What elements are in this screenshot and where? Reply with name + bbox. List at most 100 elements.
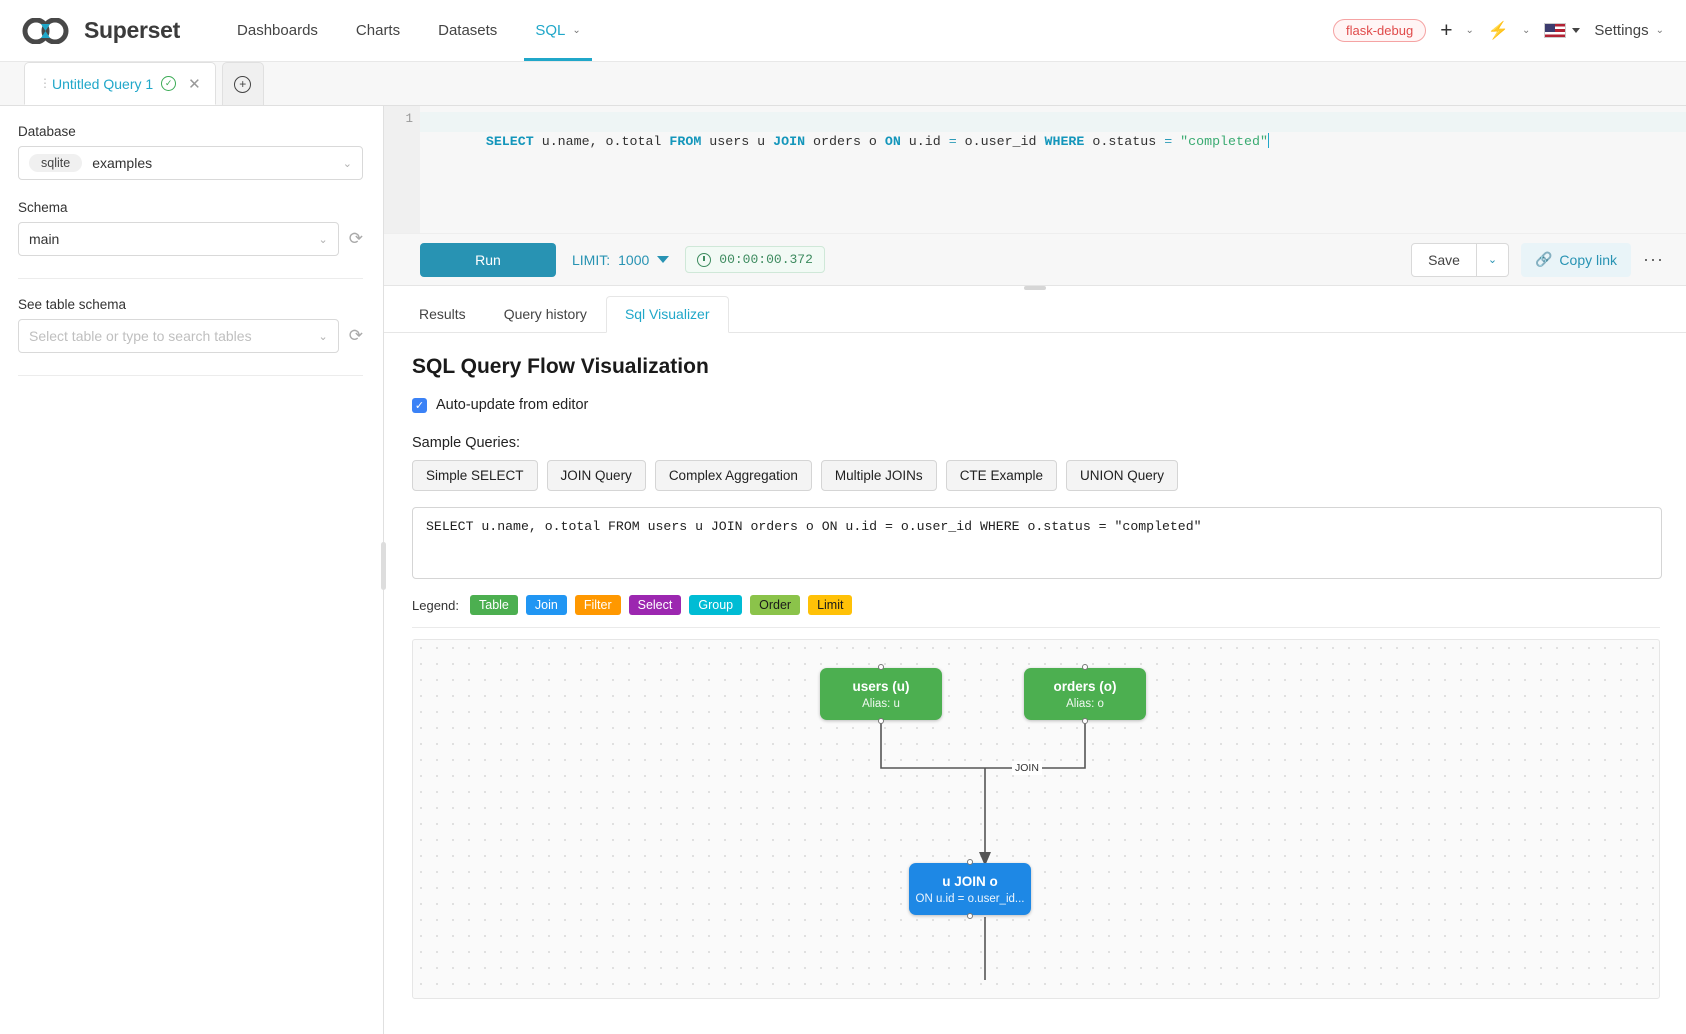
tab-query-history[interactable]: Query history bbox=[485, 296, 606, 332]
copy-link-button[interactable]: 🔗 Copy link bbox=[1520, 242, 1632, 277]
query-timer: 00:00:00.372 bbox=[685, 246, 825, 273]
new-item-button[interactable]: + ⌄ bbox=[1440, 20, 1474, 41]
database-value: examples bbox=[92, 155, 153, 171]
sample-query-union-query[interactable]: UNION Query bbox=[1065, 460, 1178, 491]
database-label: Database bbox=[18, 124, 76, 139]
flow-node-join[interactable]: u JOIN o ON u.id = o.user_id... bbox=[909, 859, 1031, 919]
sample-query-join-query[interactable]: JOIN Query bbox=[546, 460, 646, 491]
sql-input-textarea[interactable] bbox=[412, 507, 1662, 579]
tok-eq2: = bbox=[1164, 134, 1173, 149]
refresh-schema-icon[interactable]: ⟳ bbox=[348, 229, 363, 248]
node-port-top[interactable] bbox=[1082, 664, 1088, 670]
query-tab-untitled-query-1[interactable]: ⋮ Untitled Query 1 ✓ ✕ bbox=[24, 62, 216, 105]
save-group: Save ⌄ bbox=[1411, 242, 1509, 277]
tab-results[interactable]: Results bbox=[400, 296, 485, 332]
auto-update-row[interactable]: ✓ Auto-update from editor bbox=[412, 397, 1660, 413]
legend-chip-order: Order bbox=[750, 595, 801, 615]
nav-link-dashboards-label: Dashboards bbox=[237, 22, 318, 39]
text-cursor bbox=[1267, 133, 1269, 148]
flow-node-join-title: u JOIN o bbox=[942, 873, 998, 889]
sample-query-simple-select[interactable]: Simple SELECT bbox=[412, 460, 538, 491]
auto-update-label: Auto-update from editor bbox=[436, 397, 589, 413]
nav-link-dashboards[interactable]: Dashboards bbox=[218, 0, 337, 61]
close-icon[interactable]: ✕ bbox=[188, 75, 201, 93]
auto-update-checkbox[interactable]: ✓ bbox=[412, 397, 427, 413]
tok-3: users u bbox=[701, 134, 774, 149]
flow-node-users[interactable]: users (u) Alias: u bbox=[820, 664, 942, 724]
plus-icon: + bbox=[1440, 19, 1453, 42]
flask-debug-badge: flask-debug bbox=[1332, 19, 1427, 42]
schema-select[interactable]: main ⌄ bbox=[18, 222, 339, 256]
right-panel: 1 SELECT u.name, o.total FROM users u JO… bbox=[384, 106, 1686, 1034]
tab-sql-visualizer-label: Sql Visualizer bbox=[624, 306, 710, 322]
flow-node-orders-title: orders (o) bbox=[1053, 678, 1117, 694]
sample-query-cte-example[interactable]: CTE Example bbox=[945, 460, 1057, 491]
add-query-tab-button[interactable]: + bbox=[221, 62, 264, 105]
flow-node-users-subtitle: Alias: u bbox=[862, 697, 900, 710]
left-divider bbox=[18, 278, 363, 279]
editor-resize-handle[interactable] bbox=[1024, 286, 1046, 290]
chevron-down-icon: ⌄ bbox=[572, 25, 581, 36]
language-selector[interactable] bbox=[1544, 23, 1581, 38]
table-select[interactable]: Select table or type to search tables ⌄ bbox=[18, 319, 339, 353]
schema-row: main ⌄ ⟳ bbox=[18, 222, 363, 256]
nav-link-sql[interactable]: SQL ⌄ bbox=[516, 0, 599, 61]
legend-chip-select: Select bbox=[628, 595, 682, 615]
nav-link-datasets-label: Datasets bbox=[438, 22, 498, 39]
main-split: Database sqlite examples ⌄ Schema main ⌄… bbox=[0, 106, 1686, 1034]
toolbar-right: Save ⌄ 🔗 Copy link ··· bbox=[1411, 242, 1664, 277]
query-tab-bar: ⋮ Untitled Query 1 ✓ ✕ + bbox=[0, 62, 1686, 106]
quick-actions-button[interactable]: ⚡ ⌄ bbox=[1488, 22, 1531, 39]
tab-results-label: Results bbox=[419, 306, 466, 322]
chevron-down-icon: ⌄ bbox=[342, 157, 352, 170]
sql-editor[interactable]: 1 SELECT u.name, o.total FROM users u JO… bbox=[384, 106, 1686, 234]
drag-dots-icon[interactable]: ⋮ bbox=[39, 76, 51, 90]
link-icon: 🔗 bbox=[1534, 251, 1553, 267]
refresh-tables-icon[interactable]: ⟳ bbox=[348, 326, 363, 345]
settings-menu[interactable]: Settings ⌄ bbox=[1594, 22, 1664, 39]
node-port-bottom[interactable] bbox=[967, 913, 973, 919]
editor-gutter: 1 bbox=[384, 106, 420, 233]
sample-query-multiple-joins[interactable]: Multiple JOINs bbox=[820, 460, 937, 491]
caret-down-icon bbox=[1572, 28, 1581, 33]
query-tab-label: Untitled Query 1 bbox=[52, 75, 154, 92]
tok-on: ON bbox=[884, 134, 901, 149]
node-port-top[interactable] bbox=[967, 859, 973, 865]
limit-value: 1000 bbox=[618, 251, 650, 268]
save-button[interactable]: Save bbox=[1411, 242, 1477, 277]
table-placeholder: Select table or type to search tables bbox=[29, 328, 252, 344]
brand-name: Superset bbox=[84, 17, 181, 43]
save-dropdown-button[interactable]: ⌄ bbox=[1476, 242, 1509, 277]
sql-visualizer-panel: SQL Query Flow Visualization ✓ Auto-upda… bbox=[384, 333, 1686, 1034]
limit-dropdown[interactable]: LIMIT: 1000 bbox=[572, 251, 670, 268]
flow-node-orders[interactable]: orders (o) Alias: o bbox=[1024, 664, 1146, 724]
nav-link-datasets[interactable]: Datasets bbox=[419, 0, 516, 61]
sample-queries-row: Simple SELECT JOIN Query Complex Aggrega… bbox=[412, 460, 1660, 491]
panel-resize-handle[interactable] bbox=[381, 542, 386, 590]
schema-label: Schema bbox=[18, 200, 68, 215]
schema-value: main bbox=[29, 231, 60, 247]
tok-from: FROM bbox=[669, 134, 702, 149]
node-port-bottom[interactable] bbox=[878, 718, 884, 724]
sample-query-complex-aggregation[interactable]: Complex Aggregation bbox=[654, 460, 812, 491]
tok-7: u.id bbox=[900, 134, 949, 149]
tok-eq1: = bbox=[948, 134, 957, 149]
editor-code-line[interactable]: SELECT u.name, o.total FROM users u JOIN… bbox=[420, 112, 1686, 149]
brand-logo-area[interactable]: Superset bbox=[22, 17, 180, 44]
nav-links: Dashboards Charts Datasets SQL ⌄ bbox=[218, 0, 600, 61]
timer-value: 00:00:00.372 bbox=[719, 252, 813, 267]
run-button[interactable]: Run bbox=[420, 242, 556, 277]
nav-link-charts[interactable]: Charts bbox=[337, 0, 419, 61]
more-options-button[interactable]: ··· bbox=[1643, 249, 1664, 269]
node-port-bottom[interactable] bbox=[1082, 718, 1088, 724]
flow-canvas[interactable]: users (u) Alias: u orders (o) Alias: o J… bbox=[412, 639, 1660, 999]
node-port-top[interactable] bbox=[878, 664, 884, 670]
editor-toolbar: Run LIMIT: 1000 00:00:00.372 Save ⌄ 🔗 Co… bbox=[384, 234, 1686, 290]
database-select[interactable]: sqlite examples ⌄ bbox=[18, 146, 363, 180]
page-title: SQL Query Flow Visualization bbox=[412, 355, 709, 378]
left-panel: Database sqlite examples ⌄ Schema main ⌄… bbox=[0, 106, 386, 1034]
limit-label: LIMIT: bbox=[572, 251, 611, 268]
result-tabs: Results Query history Sql Visualizer bbox=[384, 286, 1686, 333]
tab-sql-visualizer[interactable]: Sql Visualizer bbox=[605, 296, 729, 333]
tok-1: u.name, o.total bbox=[533, 134, 670, 149]
